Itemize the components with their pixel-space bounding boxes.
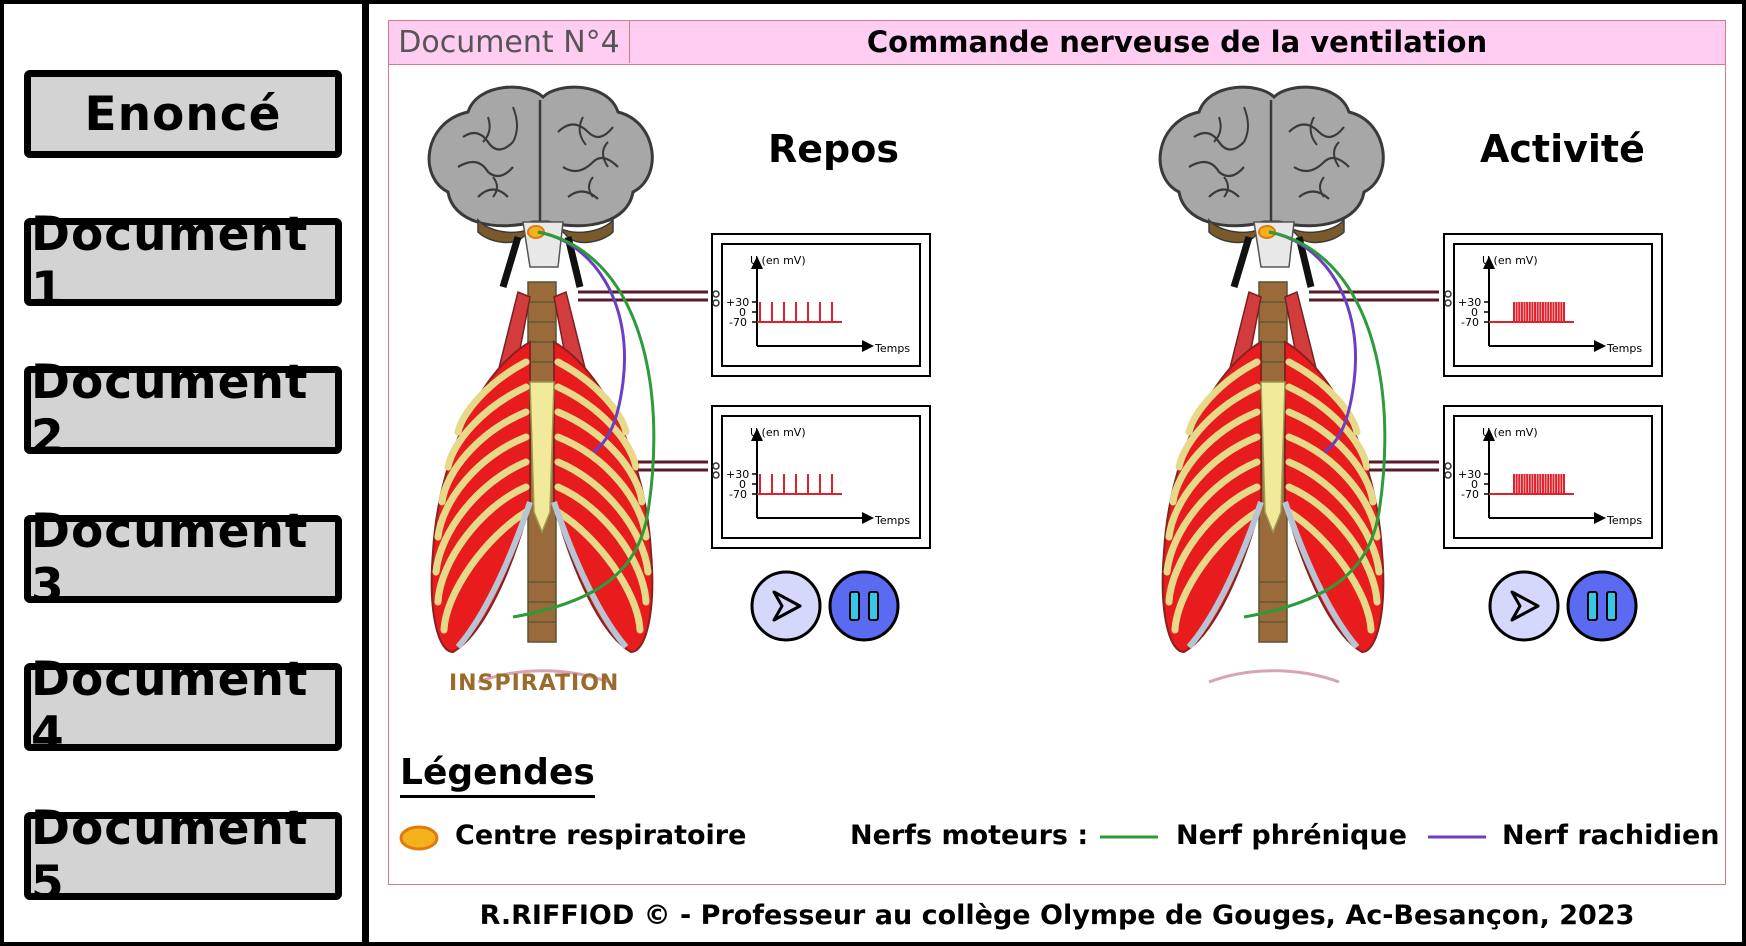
- document-title: Commande nerveuse de la ventilation: [866, 25, 1488, 59]
- playback-controls-rest[interactable]: [750, 570, 900, 642]
- tick-plus30: +30: [1458, 468, 1481, 481]
- tick-plus30: +30: [726, 296, 749, 309]
- sidebar-separator: [362, 0, 369, 946]
- legend-motor-nerves-label: Nerfs moteurs :: [850, 820, 1089, 851]
- graph-activity-top: U (en mV) Temps +30 0 -70: [1443, 233, 1663, 377]
- tick-minus70: -70: [1461, 316, 1479, 329]
- graph-y-label: U (en mV): [750, 426, 806, 439]
- anatomy-rest: [429, 87, 708, 682]
- tick-minus70: -70: [1461, 488, 1479, 501]
- tick-plus30: +30: [1458, 296, 1481, 309]
- graph-x-label: Temps: [874, 342, 910, 355]
- graph-y-label: U (en mV): [1482, 426, 1538, 439]
- graph-x-label: Temps: [874, 514, 910, 527]
- playback-controls-activity[interactable]: [1488, 570, 1638, 642]
- tick-minus70: -70: [729, 316, 747, 329]
- tick-plus30: +30: [726, 468, 749, 481]
- spike-trace: [1489, 474, 1574, 495]
- spike-trace: [757, 302, 842, 323]
- tick-zero: 0: [739, 478, 746, 491]
- legend-title: Légendes: [400, 752, 595, 798]
- document-header: Document N°4 Commande nerveuse de la ven…: [389, 21, 1725, 65]
- graph-y-label: U (en mV): [750, 254, 806, 267]
- spike-trace: [1489, 302, 1574, 323]
- legend-spinal-label: Nerf rachidien: [1502, 820, 1720, 851]
- tick-zero: 0: [1471, 478, 1478, 491]
- inspiration-label: INSPIRATION: [449, 671, 620, 696]
- graph-rest-bottom: U (en mV) Temps +30 0 -70: [711, 405, 931, 549]
- graph-x-label: Temps: [1606, 342, 1642, 355]
- nav-button-enonce[interactable]: Enoncé: [24, 70, 342, 158]
- graph-y-label: U (en mV): [1482, 254, 1538, 267]
- graph-activity-bottom: U (en mV) Temps +30 0 -70: [1443, 405, 1663, 549]
- footer-credit: R.RIFFIOD © - Professeur au collège Olym…: [479, 900, 1635, 931]
- document-number: Document N°4: [389, 21, 630, 63]
- tick-zero: 0: [1471, 306, 1478, 319]
- anatomy-activity: [1160, 87, 1439, 682]
- legend-phrenic-label: Nerf phrénique: [1176, 820, 1407, 851]
- rest-label: Repos: [768, 127, 899, 171]
- spike-trace: [757, 474, 842, 495]
- tick-zero: 0: [739, 306, 746, 319]
- activity-label: Activité: [1480, 127, 1645, 171]
- respiratory-center-icon: [399, 825, 439, 851]
- graph-x-label: Temps: [1606, 514, 1642, 527]
- legend-center-label: Centre respiratoire: [455, 820, 747, 851]
- graph-rest-top: U (en mV) Temps +30 0 -70: [711, 233, 931, 377]
- tick-minus70: -70: [729, 488, 747, 501]
